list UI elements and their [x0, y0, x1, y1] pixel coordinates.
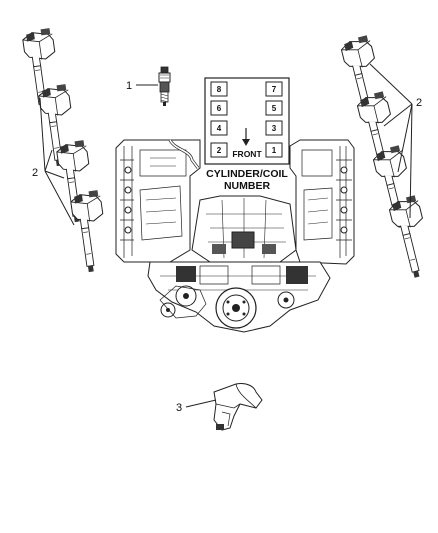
spark-plug: [158, 66, 171, 106]
callout-3-label: 3: [176, 402, 182, 414]
cylinder-1: 1: [272, 146, 277, 155]
cylinder-left-column: 8 6 4 2: [210, 81, 228, 158]
callout-1-label: 1: [126, 80, 132, 92]
cylinder-3: 3: [272, 124, 277, 133]
callout-leaders-right-2: [369, 63, 413, 219]
coil-left-4: [69, 189, 112, 274]
front-label: FRONT: [232, 149, 262, 159]
cylinder-4: 4: [217, 124, 222, 133]
chart-caption-line1: CYLINDER/COIL: [206, 168, 288, 180]
coil-right-4: [387, 194, 437, 281]
cylinder-2: 2: [217, 146, 222, 155]
coil-bracket: [213, 383, 263, 431]
cylinder-7: 7: [272, 85, 277, 94]
cylinder-chart: 8 6 4 2 7 5 3 1 FRONT: [204, 77, 290, 165]
engine-illustration: [115, 139, 355, 333]
callout-leaders-left-2: [39, 97, 75, 226]
callout-2-right-label: 2: [416, 97, 422, 109]
cylinder-8: 8: [217, 85, 222, 94]
cylinder-right-column: 7 5 3 1: [265, 81, 283, 158]
callout-leader-3: [185, 399, 217, 408]
chart-caption-line2: NUMBER: [224, 180, 270, 192]
front-arrow-icon: [242, 128, 250, 146]
cylinder-6: 6: [217, 104, 222, 113]
cylinder-5: 5: [272, 104, 277, 113]
callout-2-left-label: 2: [32, 167, 38, 179]
